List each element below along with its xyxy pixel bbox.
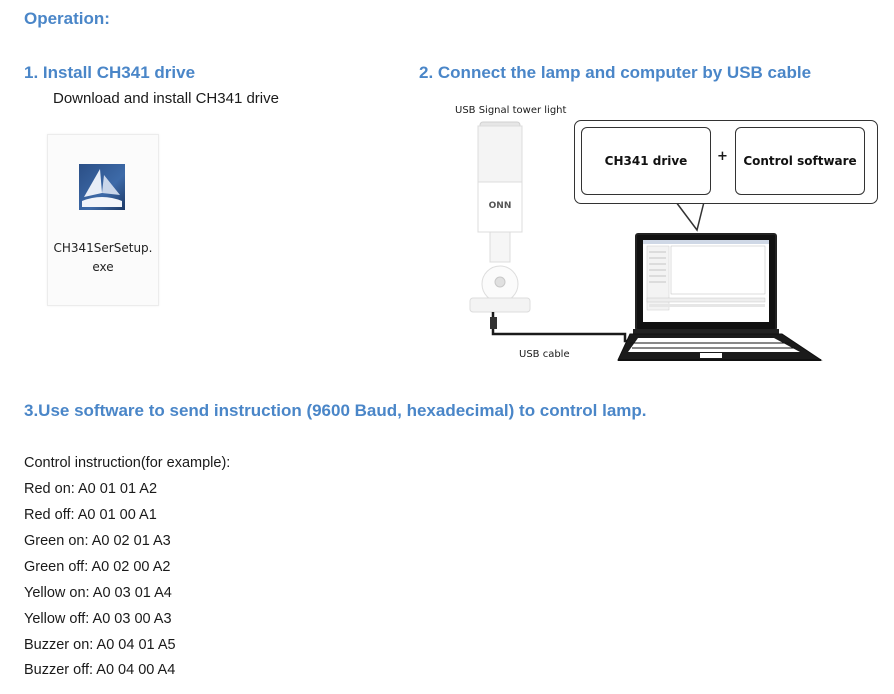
step1-heading: 1. Install CH341 drive: [24, 63, 196, 82]
control-software-box: Control software: [735, 127, 865, 195]
step2-heading: 2. Connect the lamp and computer by USB …: [419, 63, 812, 82]
installer-icon: [79, 164, 125, 210]
connection-diagram: ONN: [469, 121, 823, 361]
instruction-item: Yellow on: A0 03 01 A4: [24, 585, 172, 601]
instruction-item: Green off: A0 02 00 A2: [24, 559, 171, 575]
instruction-item: Green on: A0 02 01 A3: [24, 533, 171, 549]
step3-heading: 3.Use software to send instruction (9600…: [24, 401, 647, 420]
cable-label: USB cable: [519, 349, 570, 360]
instruction-item: Yellow off: A0 03 00 A3: [24, 611, 172, 627]
software-callout: CH341 drive + Control software: [574, 120, 878, 204]
step1-description: Download and install CH341 drive: [53, 90, 279, 107]
instruction-item: Buzzer off: A0 04 00 A4: [24, 662, 176, 678]
signal-tower-icon: ONN: [469, 121, 531, 313]
instruction-title: Control instruction(for example):: [24, 455, 231, 471]
ch341-drive-box: CH341 drive: [581, 127, 711, 195]
installer-file[interactable]: CH341SerSetup. exe: [47, 134, 159, 306]
plus-sign: +: [717, 149, 728, 164]
instruction-item: Buzzer on: A0 04 01 A5: [24, 637, 176, 653]
file-name-line1: CH341SerSetup.: [53, 241, 153, 255]
usb-cable: [491, 312, 630, 343]
instruction-item: Red on: A0 01 01 A2: [24, 481, 158, 497]
cable-plug-left: [490, 317, 497, 329]
file-name-line2: exe: [92, 260, 114, 274]
callout-pointer: [675, 201, 705, 232]
tower-label: USB Signal tower light: [455, 105, 567, 116]
installer-file-name: CH341SerSetup. exe: [48, 239, 158, 277]
instruction-item: Red off: A0 01 00 A1: [24, 507, 157, 523]
operation-heading: Operation:: [24, 9, 110, 28]
laptop-icon: [617, 233, 823, 361]
tower-brand: ONN: [489, 201, 512, 211]
